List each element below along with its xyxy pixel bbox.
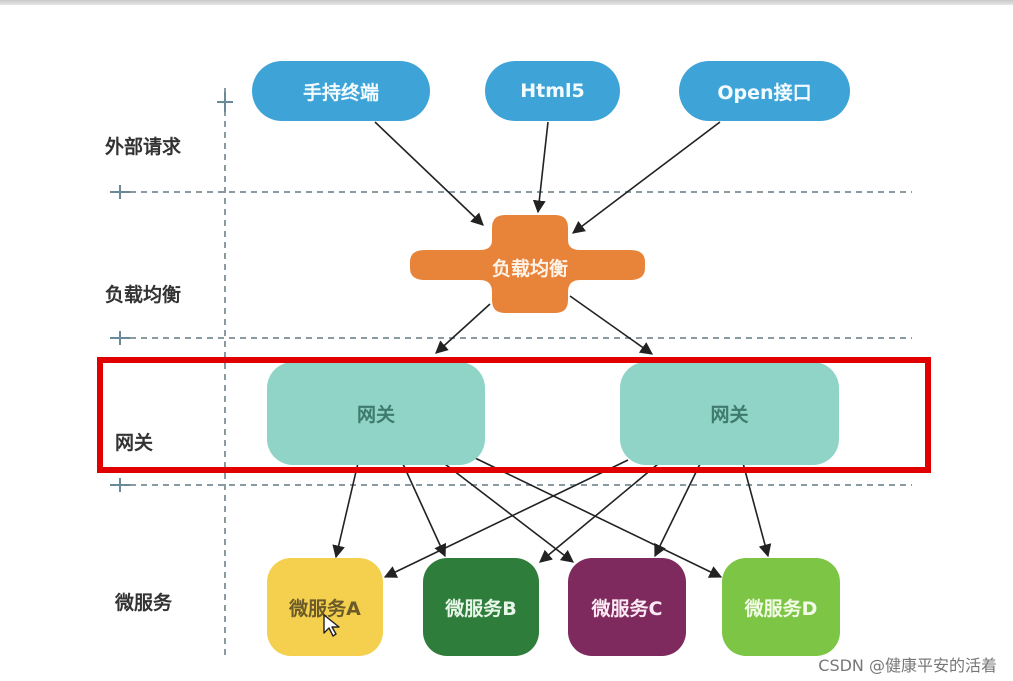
service-node-a: 微服务A	[267, 558, 383, 656]
watermark-text: CSDN @健康平安的活着	[818, 656, 997, 675]
gateway-node-1: 网关	[267, 362, 485, 465]
client-node-html5: Html5	[485, 61, 620, 121]
service-node-b: 微服务B	[423, 558, 539, 656]
arrow-gw1-msC	[444, 463, 575, 563]
arrow-client2-lb	[532, 121, 549, 214]
layer-label-microservices: 微服务	[115, 592, 173, 614]
client-node-open-api: Open接口	[679, 61, 850, 121]
arrow-gw2-msC	[654, 463, 701, 558]
window-top-border	[0, 0, 1013, 5]
arrow-gw2-msA	[383, 459, 629, 578]
arrow-client3-lb	[571, 121, 721, 234]
layer-label-external-requests: 外部请求	[105, 136, 182, 158]
arrow-gw1-msD	[474, 457, 723, 578]
load-balancer-shape	[410, 215, 645, 313]
load-balancer-label: 负载均衡	[491, 258, 568, 280]
gateway-node-2: 网关	[620, 362, 839, 465]
service-node-d: 微服务D	[722, 558, 840, 656]
arrow-client1-lb	[374, 121, 484, 226]
mouse-cursor-icon	[323, 614, 340, 637]
arrow-lb-gw2	[569, 295, 654, 355]
layer-label-gateway: 网关	[115, 432, 154, 454]
client-node-handheld: 手持终端	[252, 61, 430, 121]
arrow-gw1-msA	[332, 462, 359, 559]
arrow-gw1-msB	[402, 463, 447, 558]
layer-label-load-balancing: 负载均衡	[105, 284, 182, 306]
arrow-gw2-msD	[742, 462, 772, 558]
arrow-gw2-msB	[539, 463, 659, 563]
service-node-c: 微服务C	[568, 558, 686, 656]
arrow-lb-gw1	[435, 303, 491, 354]
gateway-highlight-box	[97, 357, 931, 473]
